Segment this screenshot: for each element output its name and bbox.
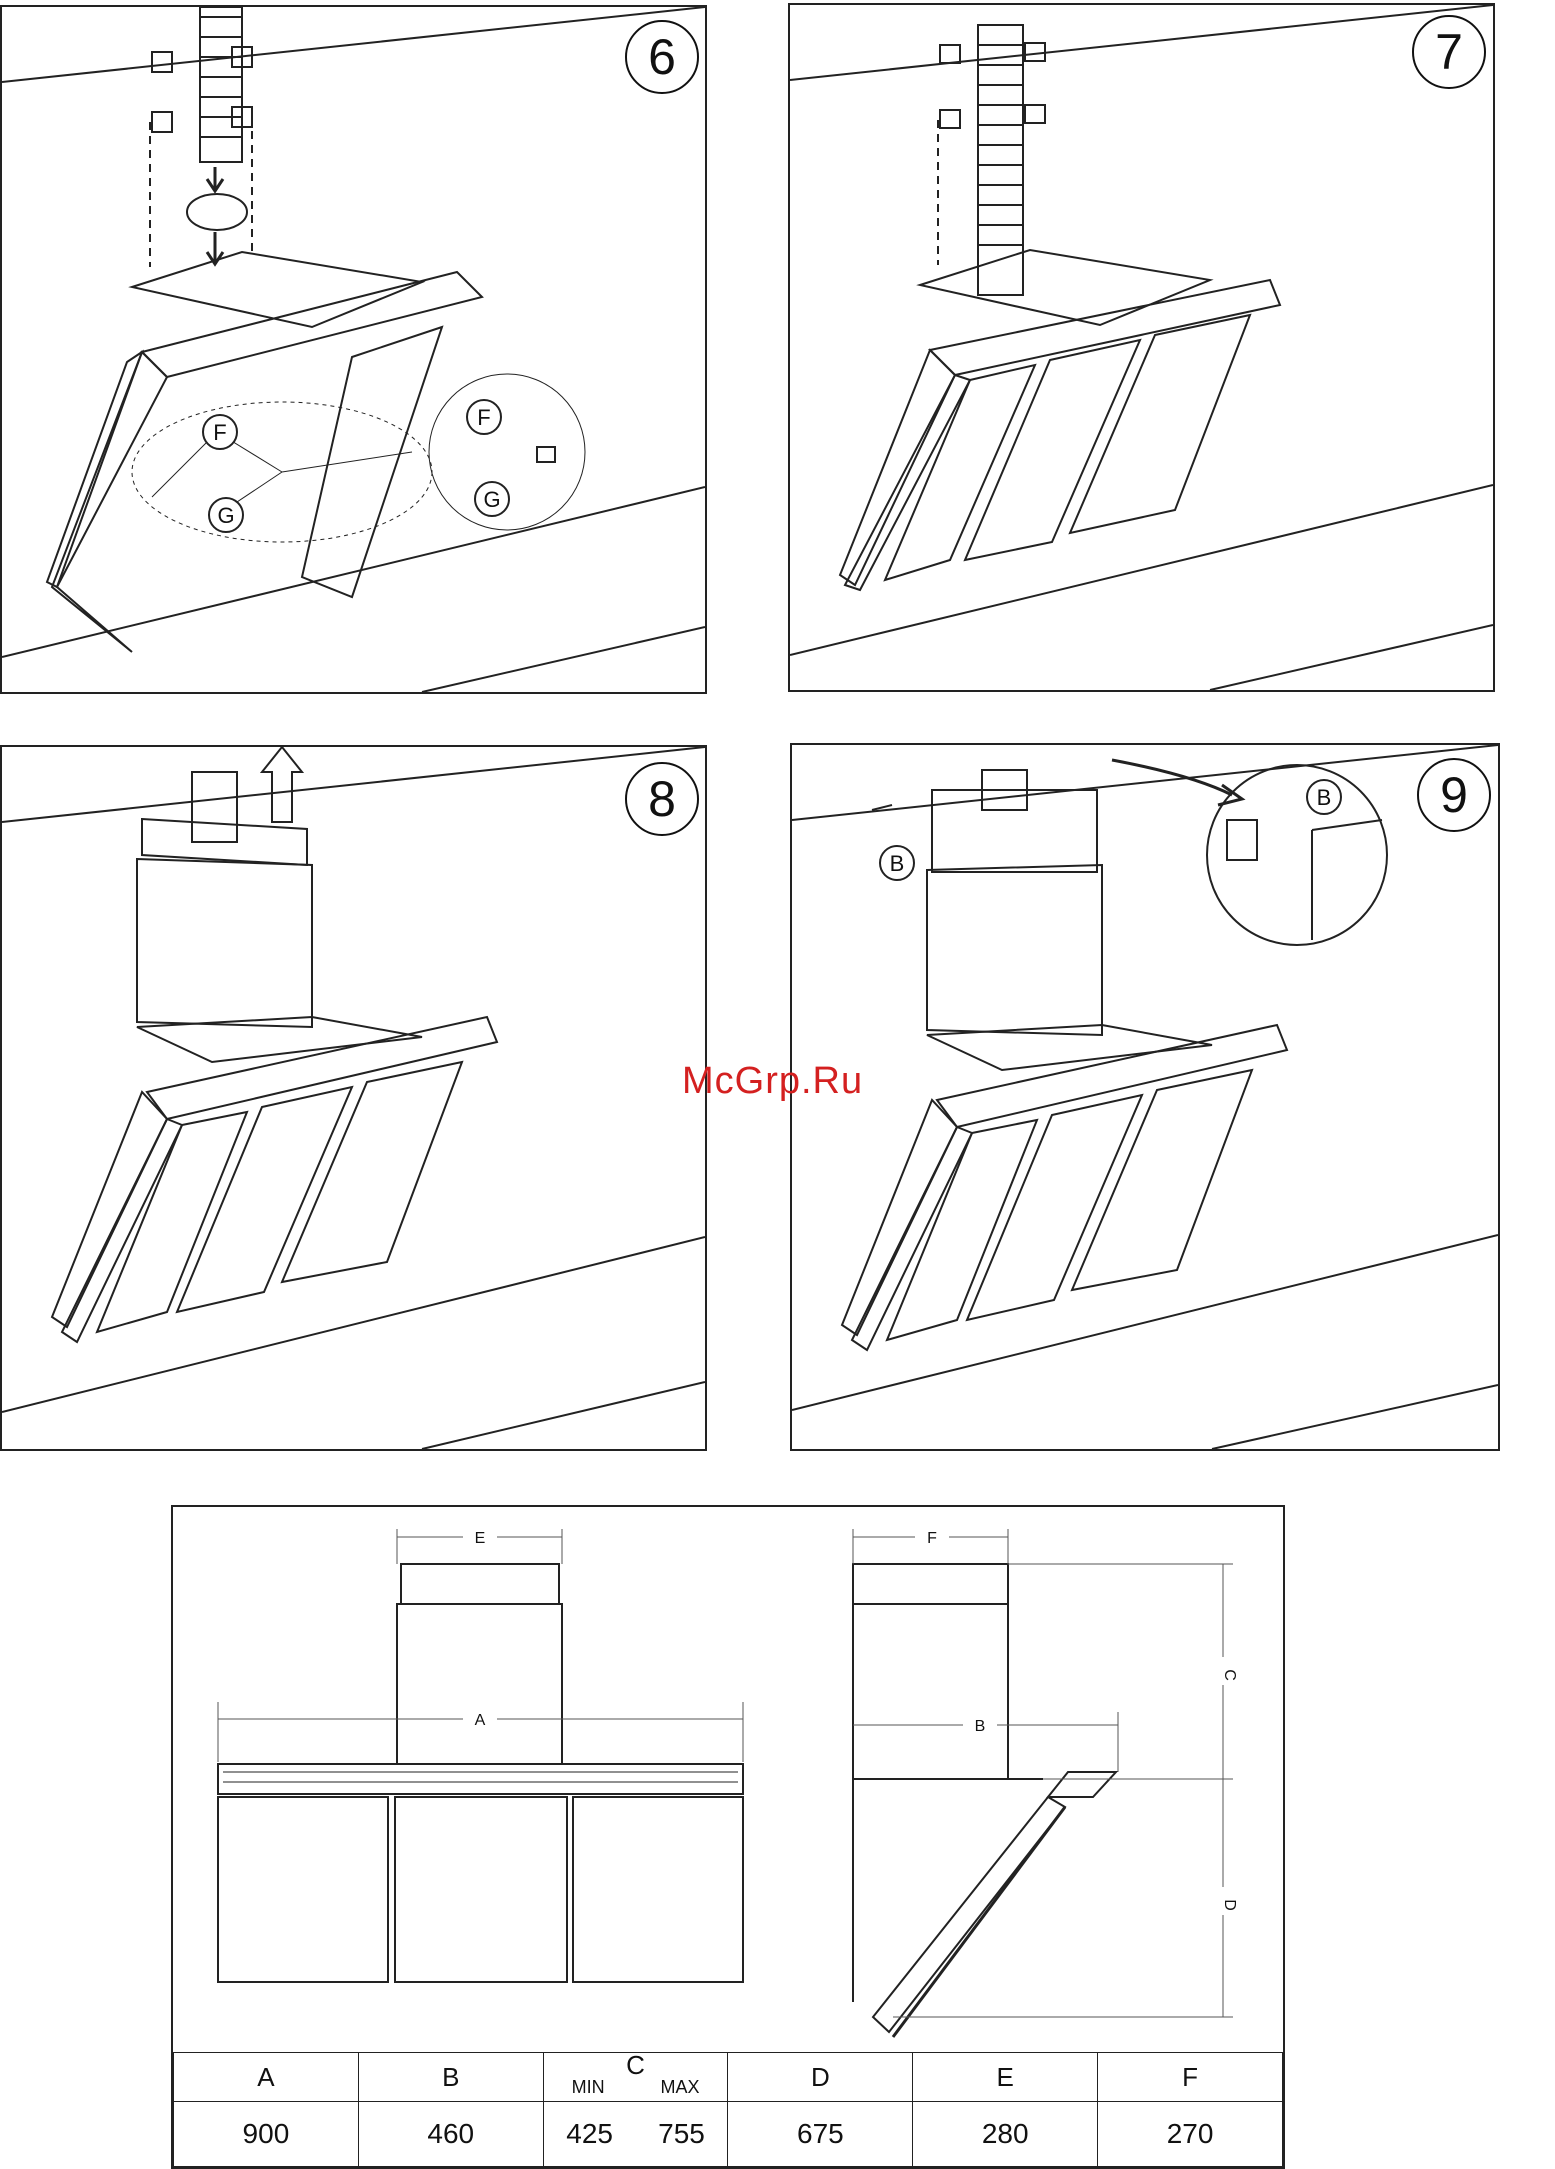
label-f: F xyxy=(927,1530,937,1547)
value-c: 425 755 xyxy=(543,2102,728,2167)
header-c-subheaders: MIN MAX xyxy=(544,2077,728,2098)
label-c: C xyxy=(1221,1669,1238,1681)
step-9-panel: 9 B B xyxy=(790,743,1500,1451)
step-7-number: 7 xyxy=(1412,15,1486,89)
step-8-panel: 8 xyxy=(0,745,707,1451)
step-7-panel: 7 xyxy=(788,3,1495,692)
header-a: A xyxy=(174,2053,359,2102)
step-8-illustration xyxy=(2,747,705,1449)
step-8-number: 8 xyxy=(625,762,699,836)
label-e: E xyxy=(475,1530,486,1547)
step-7-illustration xyxy=(790,5,1493,690)
value-d: 675 xyxy=(728,2102,913,2167)
value-c-min: 425 xyxy=(566,2118,613,2150)
header-e: E xyxy=(913,2053,1098,2102)
callout-b-label: B xyxy=(890,851,905,876)
callout-f-label: F xyxy=(213,420,226,445)
dimensions-panel: E A F B C D A B C MIN MAX D E xyxy=(171,1505,1285,2169)
callout-f: F G F G xyxy=(2,7,705,692)
value-b: 460 xyxy=(358,2102,543,2167)
header-c-label: C xyxy=(544,2053,728,2077)
header-b: B xyxy=(358,2053,543,2102)
table-header-row: A B C MIN MAX D E F xyxy=(174,2053,1283,2102)
dimension-drawings: E A F B C D xyxy=(173,1507,1283,2052)
value-c-pair: 425 755 xyxy=(544,2118,728,2150)
value-c-max: 755 xyxy=(658,2118,705,2150)
dimensions-table: A B C MIN MAX D E F 900 460 425 755 xyxy=(173,2052,1283,2167)
callout-g-detail-label: G xyxy=(483,487,500,512)
value-a: 900 xyxy=(174,2102,359,2167)
value-e: 280 xyxy=(913,2102,1098,2167)
label-a: A xyxy=(475,1712,486,1729)
header-c-max: MAX xyxy=(661,2077,700,2098)
label-d: D xyxy=(1221,1899,1238,1911)
table-value-row: 900 460 425 755 675 280 270 xyxy=(174,2102,1283,2167)
header-d: D xyxy=(728,2053,913,2102)
header-c-min: MIN xyxy=(572,2077,605,2098)
value-f: 270 xyxy=(1098,2102,1283,2167)
header-c: C MIN MAX xyxy=(543,2053,728,2102)
header-f: F xyxy=(1098,2053,1283,2102)
callout-b-detail-label: B xyxy=(1317,785,1332,810)
callout-f-detail-label: F xyxy=(477,405,490,430)
step-6-panel: 6 F G F G xyxy=(0,5,707,694)
callout-b: B B xyxy=(792,745,1498,1449)
label-b: B xyxy=(975,1718,986,1735)
callout-g-label: G xyxy=(217,503,234,528)
watermark: McGrp.Ru xyxy=(682,1060,863,1103)
